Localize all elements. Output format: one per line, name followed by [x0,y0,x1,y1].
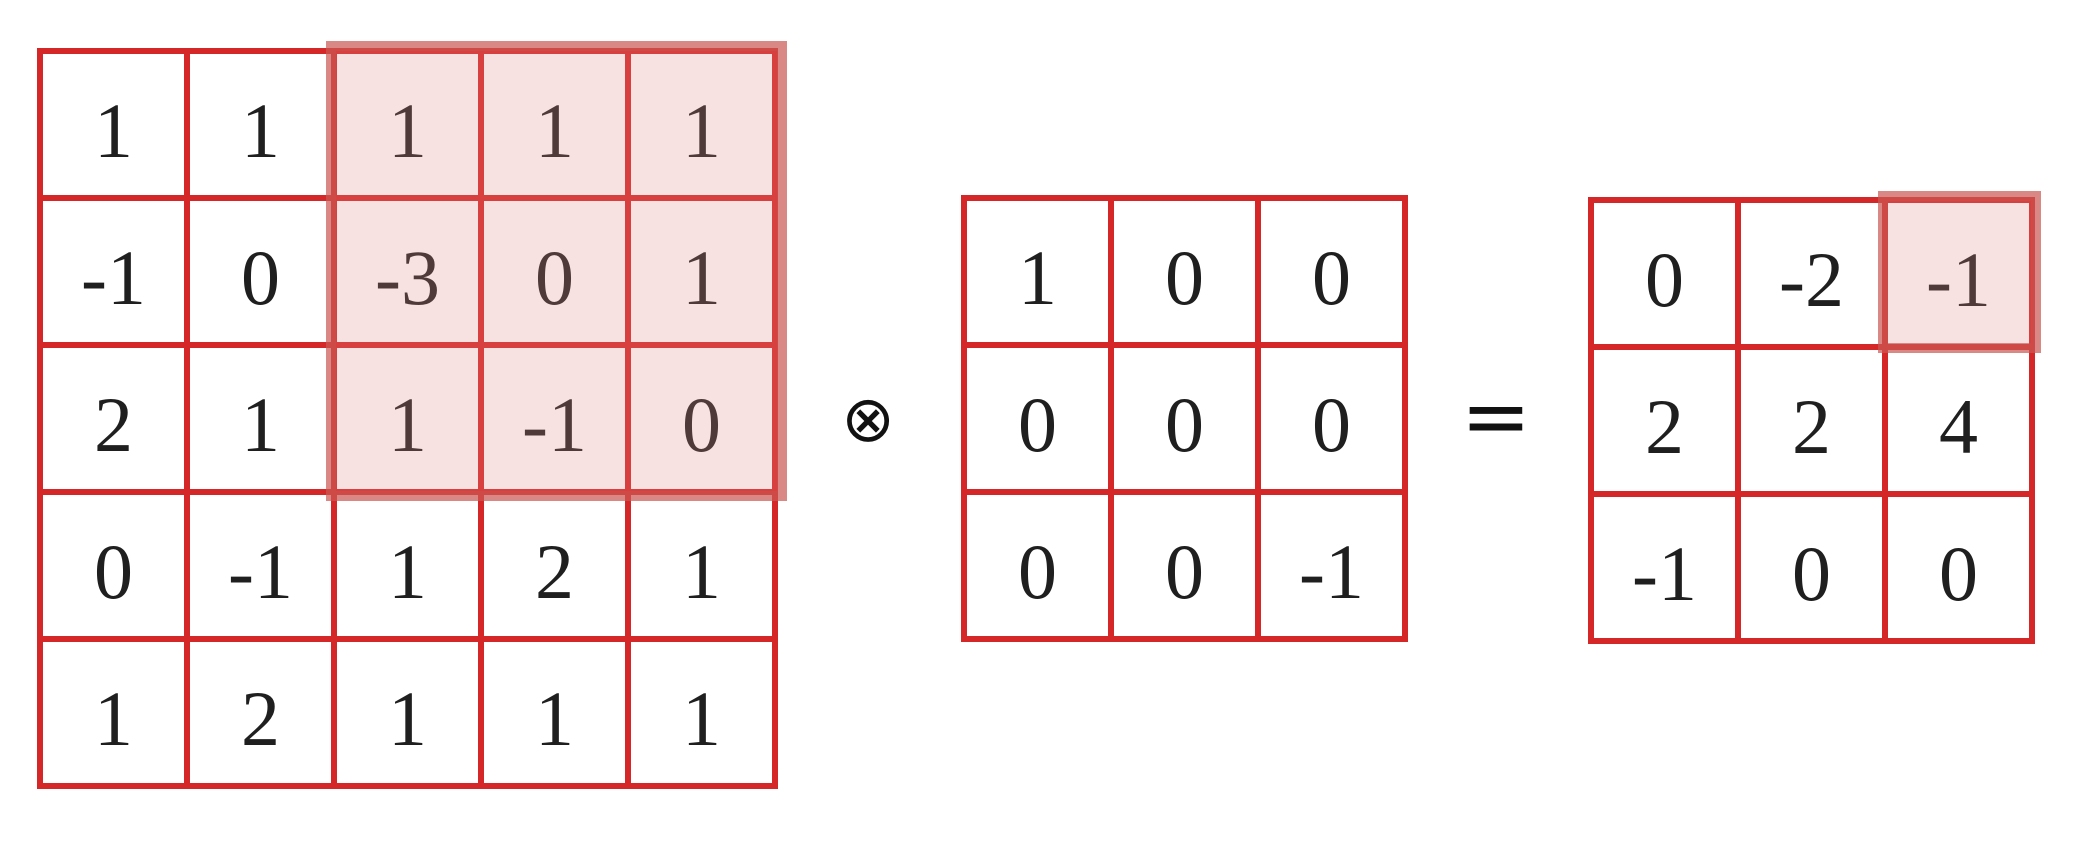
matrix-cell: 0 [1591,200,1738,347]
matrix-cell: 0 [1111,492,1258,639]
matrix-cell: 0 [187,198,334,345]
matrix-cell: 1 [481,51,628,198]
matrix-cell: 2 [1738,347,1885,494]
matrix-cell: 0 [40,492,187,639]
matrix-cell: -3 [334,198,481,345]
matrix-cell: 2 [1591,347,1738,494]
matrix-cell: 0 [964,345,1111,492]
matrix-cell: 0 [1111,198,1258,345]
matrix-cell: 0 [964,492,1111,639]
matrix-cell: 0 [628,345,775,492]
matrix-cell: -1 [1885,200,2032,347]
matrix-cell: 2 [481,492,628,639]
matrix-cell: 1 [334,51,481,198]
matrix-cell: 1 [628,198,775,345]
matrix-cell: 0 [481,198,628,345]
matrix-cell: 1 [628,639,775,786]
matrix-cell: 0 [1885,494,2032,641]
matrix-cell: 1 [187,51,334,198]
matrix-cell: 0 [1258,345,1405,492]
matrix-cell: 1 [481,639,628,786]
matrix-cell: 1 [187,345,334,492]
matrix-cell: 1 [40,51,187,198]
matrix-cell: 1 [964,198,1111,345]
matrix-cell: 1 [628,51,775,198]
convolution-operator-icon: ⊗ [841,383,895,457]
equals-sign: = [1460,367,1532,465]
matrix-cell: 0 [1738,494,1885,641]
matrix-cell: 2 [40,345,187,492]
matrix-cell: -1 [40,198,187,345]
matrix-cell: 4 [1885,347,2032,494]
matrix-cell: 1 [334,492,481,639]
matrix-cell: 2 [187,639,334,786]
matrix-cell: 0 [1258,198,1405,345]
matrix-cell: 1 [334,345,481,492]
matrix-cell: 1 [628,492,775,639]
matrix-cell: -1 [1258,492,1405,639]
matrix-cell: -1 [481,345,628,492]
matrix-cell: 1 [334,639,481,786]
matrix-cell: -1 [187,492,334,639]
matrix-cell: -2 [1738,200,1885,347]
matrix-cell: -1 [1591,494,1738,641]
matrix-cell: 1 [40,639,187,786]
matrix-cell: 0 [1111,345,1258,492]
